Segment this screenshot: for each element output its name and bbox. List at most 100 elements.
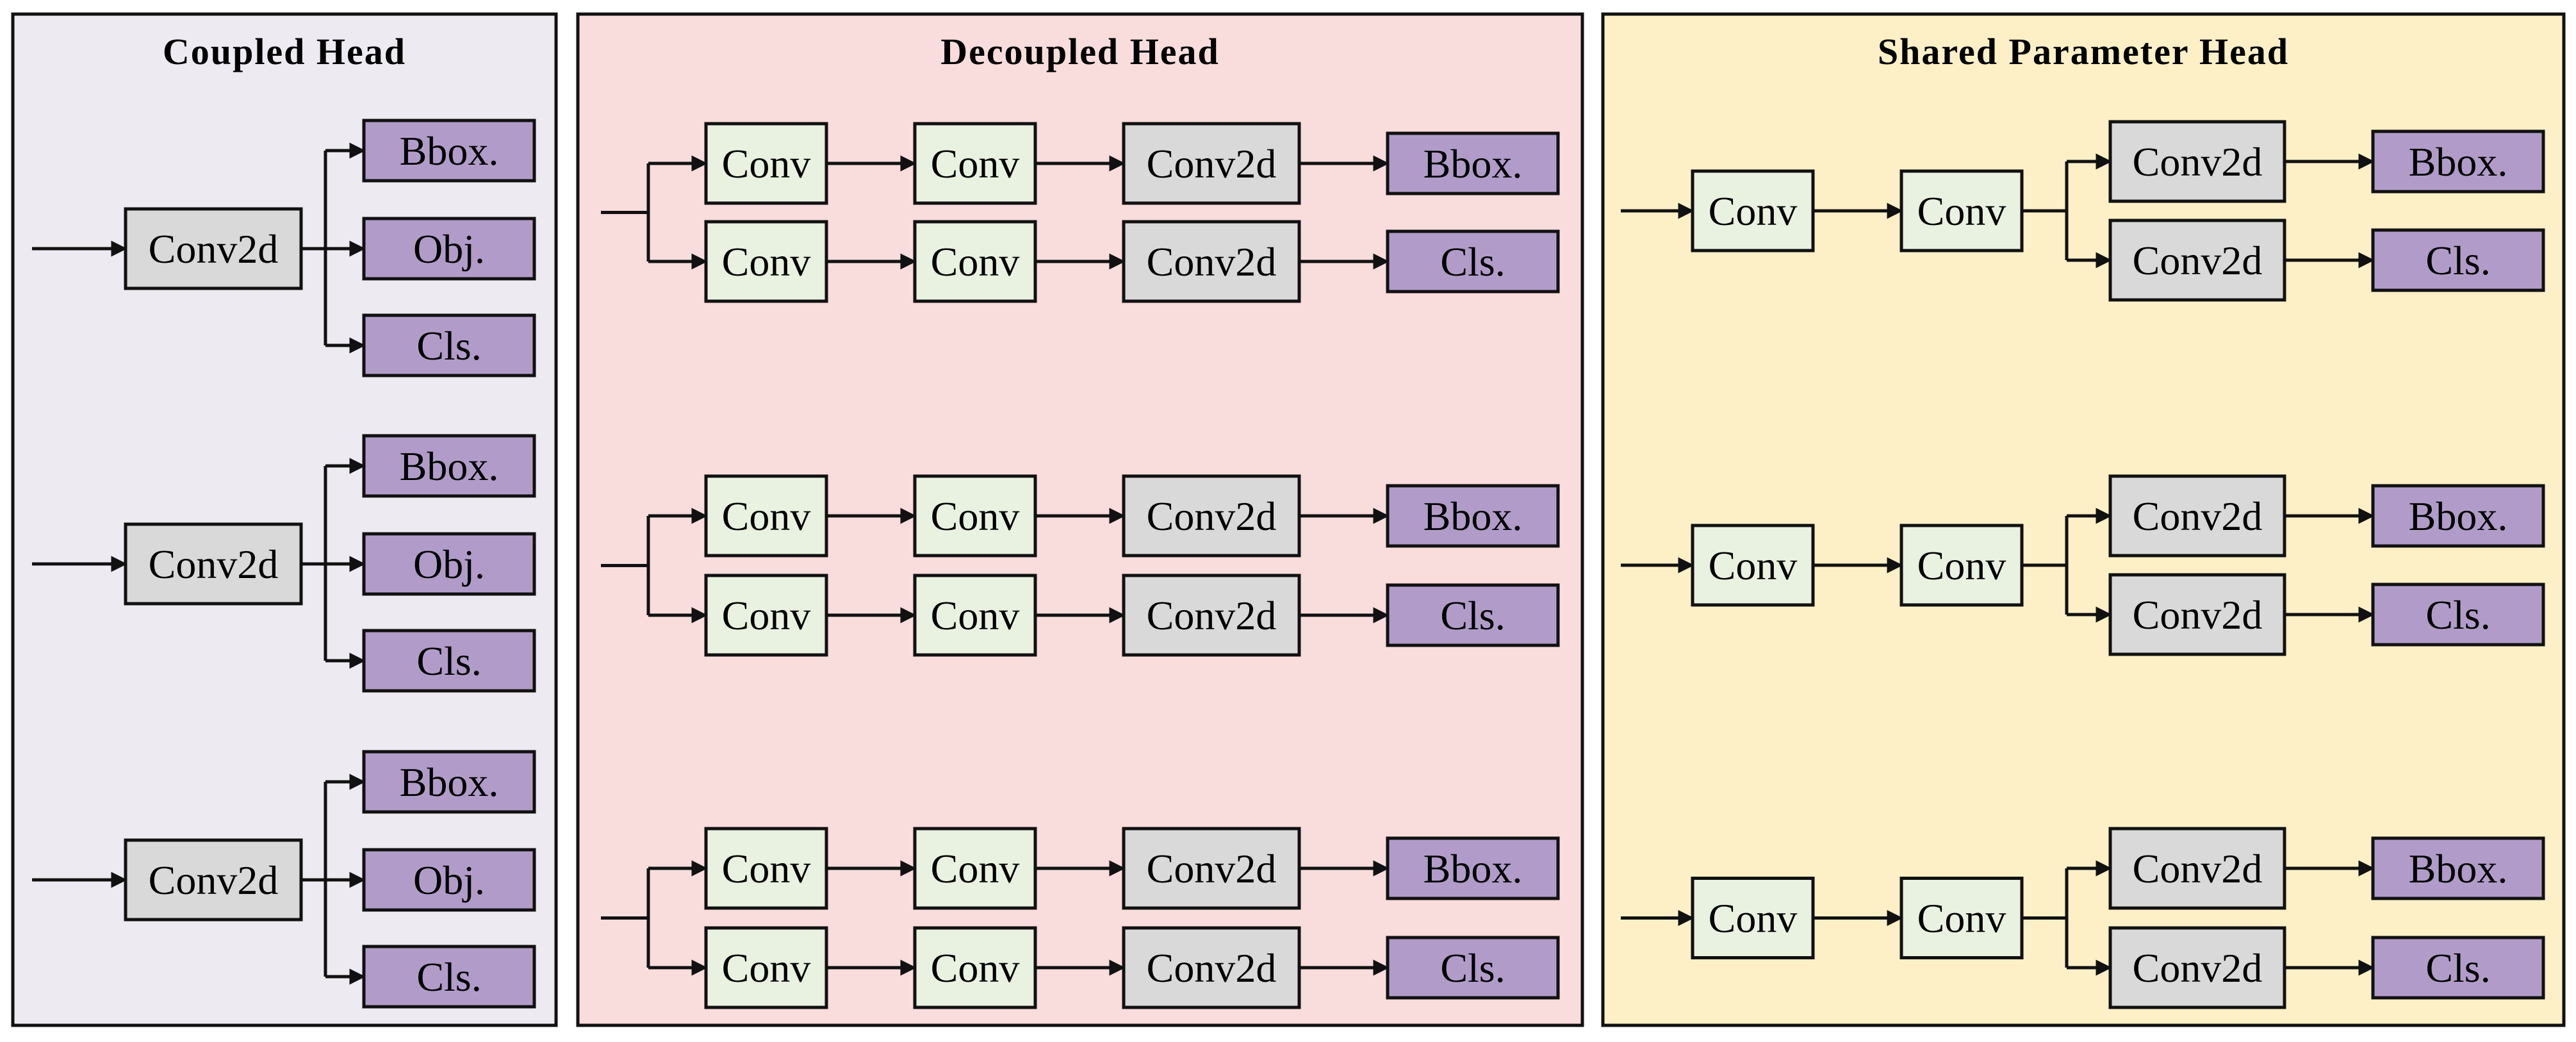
coupled-conv2d-2: Conv2d — [124, 522, 303, 606]
coupled-conv2d-3: Conv2d — [124, 838, 303, 922]
decoupled-output-cls-1: Cls. — [1386, 229, 1560, 294]
shared-conv2d-2-1-box — [2108, 474, 2286, 558]
decoupled-conv1-3-1: Conv — [704, 827, 828, 910]
decoupled-conv1-2-1-label: Conv — [722, 493, 811, 539]
decoupled-conv2d-1-1-label: Conv2d — [1147, 141, 1277, 186]
coupled-output-obj-3-label: Obj. — [413, 857, 485, 903]
decoupled-output-bbox-2-label: Bbox. — [1423, 493, 1523, 539]
shared-conv2-1-label: Conv — [1917, 188, 2006, 234]
coupled-output-cls-3: Cls. — [362, 945, 536, 1009]
decoupled-output-bbox-3-label: Bbox. — [1423, 846, 1523, 891]
coupled-output-cls-1-box — [362, 313, 536, 377]
shared-conv1-3: Conv — [1691, 877, 1815, 959]
shared-output-bbox-1-box — [2371, 129, 2545, 194]
coupled-output-obj-2-box — [362, 532, 536, 596]
shared-conv1-3-box — [1691, 877, 1815, 959]
coupled-output-bbox-3-label: Bbox. — [400, 759, 499, 805]
coupled-output-bbox-3: Bbox. — [362, 750, 536, 814]
shared-output-cls-3: Cls. — [2371, 936, 2545, 1000]
shared-conv1-2-box — [1691, 524, 1815, 607]
decoupled-output-cls-2-box — [1386, 583, 1560, 647]
coupled-conv2d-1-box — [124, 207, 303, 290]
shared-output-cls-1: Cls. — [2371, 228, 2545, 292]
coupled-conv2d-1: Conv2d — [124, 207, 303, 290]
coupled-output-cls-2-box — [362, 629, 536, 693]
shared-conv2d-1-2: Conv2d — [2108, 219, 2286, 302]
decoupled-conv2d-3-2: Conv2d — [1122, 926, 1301, 1009]
decoupled-output-bbox-3-box — [1386, 836, 1560, 900]
decoupled-output-bbox-1: Bbox. — [1386, 131, 1560, 195]
shared-output-cls-1-label: Cls. — [2425, 238, 2490, 283]
decoupled-conv1-2-2: Conv — [704, 574, 828, 657]
decoupled-conv2-1-1: Conv — [913, 122, 1037, 205]
coupled-output-cls-2: Cls. — [362, 629, 536, 693]
decoupled-conv2-2-2: Conv — [913, 574, 1037, 657]
decoupled-conv1-1-2-label: Conv — [722, 239, 811, 285]
decoupled-conv2d-1-1-box — [1122, 122, 1301, 205]
shared-conv2d-2-2-label: Conv2d — [2133, 592, 2263, 638]
decoupled-output-cls-1-label: Cls. — [1440, 239, 1505, 285]
connector-layer — [32, 142, 2375, 985]
shared-conv2d-3-1-box — [2108, 827, 2286, 910]
decoupled-conv1-3-1-label: Conv — [722, 846, 811, 891]
shared-conv2-2-box — [1899, 524, 2024, 607]
decoupled-conv2d-1-2-label: Conv2d — [1147, 239, 1277, 285]
coupled-output-bbox-1-box — [362, 119, 536, 183]
coupled-output-cls-2-label: Cls. — [416, 638, 481, 684]
decoupled-conv2d-3-1-box — [1122, 827, 1301, 910]
decoupled-head-title: Decoupled Head — [940, 31, 1220, 72]
decoupled-output-bbox-3: Bbox. — [1386, 836, 1560, 900]
coupled-output-obj-2-label: Obj. — [413, 542, 485, 587]
shared-conv2d-2-2-box — [2108, 573, 2286, 656]
coupled-output-bbox-2-label: Bbox. — [400, 443, 499, 489]
decoupled-conv2d-3-2-box — [1122, 926, 1301, 1009]
coupled-output-bbox-3-box — [362, 750, 536, 814]
decoupled-conv2d-1-2-box — [1122, 220, 1301, 303]
decoupled-output-bbox-2: Bbox. — [1386, 484, 1560, 548]
decoupled-conv2d-2-1-label: Conv2d — [1147, 493, 1277, 539]
shared-conv2d-1-2-label: Conv2d — [2133, 238, 2263, 283]
shared-output-bbox-3-label: Bbox. — [2409, 846, 2508, 891]
node-layer: Conv2dBbox.Obj.Cls.Conv2dBbox.Obj.Cls.Co… — [124, 119, 2545, 1009]
decoupled-output-cls-2: Cls. — [1386, 583, 1560, 647]
decoupled-conv1-2-1-box — [704, 474, 828, 558]
decoupled-output-bbox-1-label: Bbox. — [1423, 141, 1523, 186]
decoupled-conv2-1-2-label: Conv — [931, 239, 1020, 285]
coupled-output-obj-2: Obj. — [362, 532, 536, 596]
decoupled-conv2d-2-1-box — [1122, 474, 1301, 558]
decoupled-conv1-2-1: Conv — [704, 474, 828, 558]
shared-conv1-1: Conv — [1691, 169, 1815, 252]
decoupled-conv2d-2-2-label: Conv2d — [1147, 593, 1277, 638]
shared-conv2-1: Conv — [1899, 169, 2024, 252]
decoupled-conv1-1-2-box — [704, 220, 828, 303]
shared-output-bbox-1-label: Bbox. — [2409, 139, 2508, 185]
decoupled-conv2-3-2: Conv — [913, 926, 1037, 1009]
coupled-output-obj-1-label: Obj. — [413, 226, 485, 272]
coupled-conv2d-3-box — [124, 838, 303, 922]
coupled-output-cls-1-label: Cls. — [416, 323, 481, 368]
shared-conv2d-3-2: Conv2d — [2108, 926, 2286, 1009]
shared-conv2-2: Conv — [1899, 524, 2024, 607]
shared-conv2d-3-1-label: Conv2d — [2133, 846, 2263, 891]
decoupled-conv2d-1-1: Conv2d — [1122, 122, 1301, 205]
decoupled-conv2d-3-1-label: Conv2d — [1147, 846, 1277, 891]
decoupled-conv1-2-2-label: Conv — [722, 593, 811, 638]
coupled-output-obj-3: Obj. — [362, 848, 536, 912]
coupled-conv2d-2-box — [124, 522, 303, 606]
shared-output-bbox-3: Bbox. — [2371, 836, 2545, 900]
decoupled-conv1-1-1-box — [704, 122, 828, 205]
coupled-output-cls-1: Cls. — [362, 313, 536, 377]
shared-output-cls-1-box — [2371, 228, 2545, 292]
decoupled-conv1-2-2-box — [704, 574, 828, 657]
shared-conv1-1-label: Conv — [1709, 188, 1798, 234]
decoupled-conv2d-2-1: Conv2d — [1122, 474, 1301, 558]
shared-output-bbox-2-label: Bbox. — [2409, 493, 2508, 539]
decoupled-conv1-3-2: Conv — [704, 926, 828, 1009]
shared-conv1-1-box — [1691, 169, 1815, 252]
coupled-conv2d-3-label: Conv2d — [149, 857, 279, 903]
decoupled-output-cls-3: Cls. — [1386, 936, 1560, 1000]
decoupled-conv2-2-2-box — [913, 574, 1037, 657]
shared-output-bbox-1: Bbox. — [2371, 129, 2545, 194]
decoupled-conv1-1-2: Conv — [704, 220, 828, 303]
